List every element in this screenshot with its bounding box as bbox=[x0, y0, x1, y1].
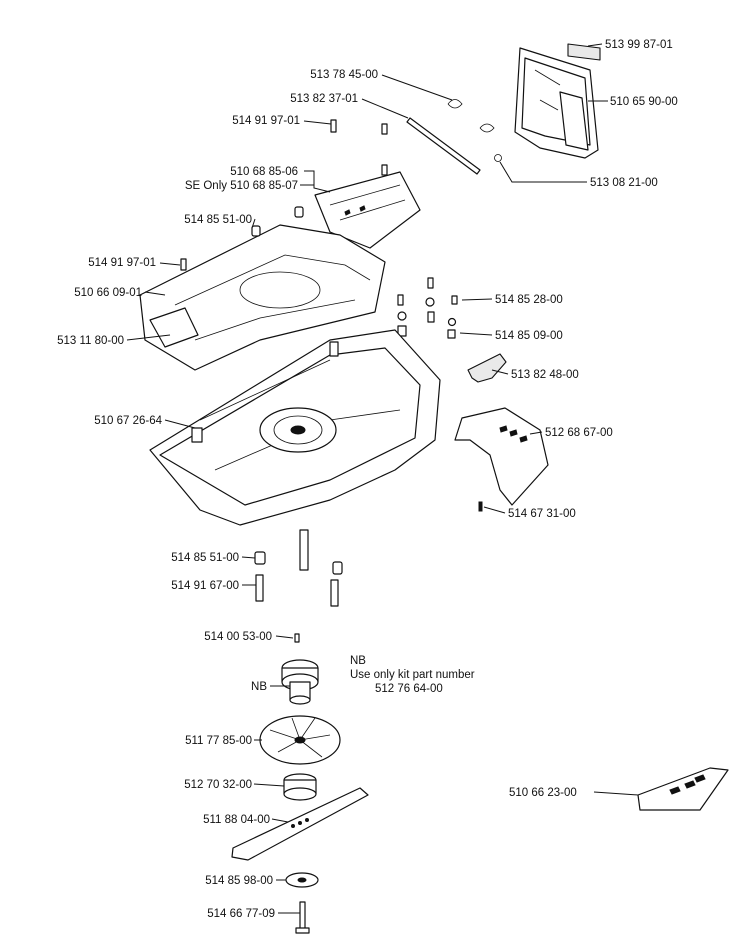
part-label: 514 66 77-09 bbox=[207, 908, 275, 920]
part-label: 512 70 32-00 bbox=[184, 779, 252, 791]
blade-hub bbox=[283, 773, 317, 801]
part-label: 514 00 53-00 bbox=[204, 631, 272, 643]
part-label: 513 99 87-01 bbox=[605, 39, 673, 51]
leader-lines bbox=[126, 43, 639, 914]
part-label: 512 68 67-00 bbox=[545, 427, 613, 439]
washer bbox=[285, 872, 319, 888]
note-kit-number: 512 76 64-00 bbox=[375, 683, 443, 695]
part-label: 513 08 21-00 bbox=[590, 177, 658, 189]
rear-flap bbox=[314, 171, 421, 249]
part-label: 514 85 51-00 bbox=[184, 214, 252, 226]
part-label: 514 85 28-00 bbox=[495, 294, 563, 306]
part-label: 514 67 31-00 bbox=[508, 508, 576, 520]
part-label: 510 66 23-00 bbox=[509, 787, 577, 799]
spring-clip bbox=[447, 99, 495, 133]
hardware-set bbox=[397, 277, 458, 339]
part-label: 514 85 09-00 bbox=[495, 330, 563, 342]
part-label: NB bbox=[251, 681, 267, 693]
mulch-plug bbox=[637, 767, 729, 811]
screw bbox=[330, 119, 388, 176]
part-label: 514 91 67-00 bbox=[171, 580, 239, 592]
part-label: 514 85 51-00 bbox=[171, 552, 239, 564]
ring-clip bbox=[494, 154, 502, 162]
part-label: 513 82 37-01 bbox=[290, 93, 358, 105]
blade-bolt bbox=[295, 901, 310, 934]
mower-deck bbox=[149, 329, 441, 526]
blade bbox=[231, 787, 369, 861]
part-label: 511 77 85-00 bbox=[185, 735, 252, 747]
part-label: 510 65 90-00 bbox=[610, 96, 678, 108]
fan bbox=[259, 715, 341, 765]
part-label: 513 82 48-00 bbox=[511, 369, 579, 381]
part-label: 510 66 09-01 bbox=[74, 287, 142, 299]
screw bbox=[180, 258, 187, 271]
upper-cover bbox=[139, 206, 386, 371]
part-label: 510 67 26-64 bbox=[94, 415, 162, 427]
part-label: SE Only 510 68 85-07 bbox=[185, 180, 298, 192]
bracket bbox=[467, 353, 507, 383]
grass-bag-frame bbox=[514, 43, 601, 159]
key bbox=[294, 633, 300, 643]
handle-rod bbox=[406, 117, 481, 175]
part-label: 514 91 97-01 bbox=[88, 257, 156, 269]
part-label: 514 85 98-00 bbox=[205, 875, 273, 887]
part-label: 514 91 97-01 bbox=[232, 115, 300, 127]
note-line: Use only kit part number bbox=[350, 669, 475, 681]
note-title: NB bbox=[350, 655, 366, 667]
part-label: 513 78 45-00 bbox=[310, 69, 378, 81]
part-label: 513 11 80-00 bbox=[57, 335, 124, 347]
part-label: 510 68 85-06 bbox=[230, 166, 298, 178]
axle-bolts bbox=[254, 529, 343, 607]
side-deflector bbox=[454, 407, 549, 506]
blade-adapter bbox=[281, 659, 319, 705]
screw bbox=[478, 501, 483, 512]
part-label: 511 88 04-00 bbox=[203, 814, 270, 826]
